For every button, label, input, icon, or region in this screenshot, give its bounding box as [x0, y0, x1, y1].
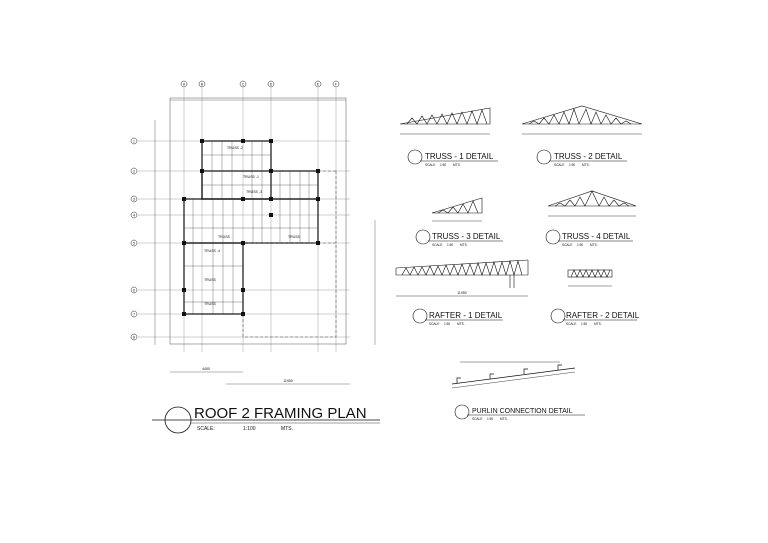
plan-grid-labels: A B C D E F 1 2 3 4 5 6 7 8	[133, 82, 337, 339]
grid-row-4: 4	[133, 213, 135, 217]
plan-title-block: ROOF 2 FRAMING PLAN SCALE: 1:100 MTS.	[152, 405, 380, 434]
rafter-2-units: MTS.	[594, 322, 602, 326]
truss-1-scale: 1:50	[440, 163, 446, 167]
plan-scale-label: SCALE:	[197, 426, 215, 432]
truss-label: TRUSS	[288, 235, 301, 239]
truss-label: TRUSS	[218, 235, 231, 239]
grid-lines-vertical	[183, 88, 337, 352]
grid-row-6: 6	[133, 288, 135, 292]
rafter-1-drawing	[395, 259, 529, 297]
truss-2-scale-label: SCALE	[554, 163, 564, 167]
plan-scale-value: 1:100	[243, 426, 256, 432]
rafter-2-scale: 1:50	[581, 322, 587, 326]
grid-row-3: 3	[133, 197, 135, 201]
truss-label: TRUSS	[204, 302, 217, 306]
rafter-1-scale-label: SCALE	[429, 322, 439, 326]
plan-title: ROOF 2 FRAMING PLAN	[194, 405, 367, 422]
truss-3-title: TRUSS - 3 DETAIL	[432, 232, 501, 241]
rafter-1-dimension: 11950	[457, 291, 467, 295]
purlin-scale-label: SCALE	[472, 417, 482, 421]
plan-truss-labels: TRUSS -2 TRUSS -1 TRUSS -3 TRUSS TRUSS T…	[204, 146, 301, 306]
truss-1-units: MTS.	[453, 163, 461, 167]
rafter-2-drawing	[567, 269, 613, 287]
dimension-text: 11950	[283, 379, 293, 383]
grid-col-e: E	[317, 82, 320, 86]
truss-4-scale: 1:50	[577, 243, 583, 247]
truss-label: TRUSS -4	[204, 249, 220, 253]
rafter-1-title: RAFTER - 1 DETAIL	[429, 311, 503, 320]
dimension-lines	[154, 99, 376, 385]
truss-4-title: TRUSS - 4 DETAIL	[562, 232, 631, 241]
purlin-title: PURLIN CONNECTION DETAIL	[472, 408, 573, 415]
rafter-1-scale: 1:50	[444, 322, 450, 326]
truss-4-units: MTS.	[590, 243, 598, 247]
truss-4-scale-label: SCALE	[562, 243, 572, 247]
truss-2-drawing	[521, 105, 643, 135]
grid-row-2: 2	[133, 169, 135, 173]
truss-3-scale-label: SCALE	[432, 243, 442, 247]
truss-1-title: TRUSS - 1 DETAIL	[425, 152, 494, 161]
column-grid-bubbles	[180, 80, 340, 88]
grid-row-8: 8	[133, 335, 135, 339]
rafter-1-units: MTS.	[457, 322, 465, 326]
truss-1-drawing	[399, 107, 491, 135]
plan-units: MTS.	[281, 426, 293, 432]
truss-label: TRUSS -1	[243, 175, 259, 179]
dashed-outline	[242, 170, 337, 338]
purlin-detail-title: PURLIN CONNECTION DETAIL SCALE 1:50 MTS.	[454, 404, 585, 421]
truss-3-scale: 1:50	[447, 243, 453, 247]
rafter-2-scale-label: SCALE	[566, 322, 576, 326]
grid-row-5: 5	[133, 241, 135, 245]
rafter-detail-titles: RAFTER - 1 DETAIL SCALE 1:50 MTS. RAFTER…	[412, 308, 640, 326]
truss-3-drawing	[431, 197, 483, 222]
purlin-scale: 1:50	[487, 417, 493, 421]
truss-label: TRUSS -2	[227, 146, 243, 150]
grid-col-d: D	[270, 82, 273, 86]
grid-col-a: A	[183, 82, 186, 86]
truss-3-units: MTS.	[460, 243, 468, 247]
truss-detail-titles: TRUSS - 1 DETAIL SCALE 1:50 MTS. TRUSS -…	[407, 149, 633, 247]
grid-col-f: F	[335, 82, 337, 86]
purlin-connection-drawing	[451, 361, 576, 389]
grid-col-b: B	[201, 82, 204, 86]
truss-2-title: TRUSS - 2 DETAIL	[554, 152, 623, 161]
column-posts	[182, 139, 320, 316]
grid-row-1: 1	[133, 139, 135, 143]
purlin-units: MTS.	[500, 417, 508, 421]
framing-plan	[130, 80, 376, 385]
row-grid-bubbles	[130, 137, 138, 341]
truss-2-units: MTS.	[582, 163, 590, 167]
roof-framing	[183, 140, 319, 315]
rafter-hatching	[184, 141, 318, 314]
truss-4-drawing	[547, 190, 637, 217]
grid-col-c: C	[242, 82, 245, 86]
grid-row-7: 7	[133, 312, 135, 316]
dimension-text: 4450	[202, 367, 210, 371]
truss-2-scale: 1:50	[569, 163, 575, 167]
truss-label: TRUSS	[204, 278, 217, 282]
truss-1-scale-label: SCALE	[425, 163, 435, 167]
rafter-2-title: RAFTER - 2 DETAIL	[566, 311, 640, 320]
truss-label: TRUSS -3	[246, 190, 262, 194]
